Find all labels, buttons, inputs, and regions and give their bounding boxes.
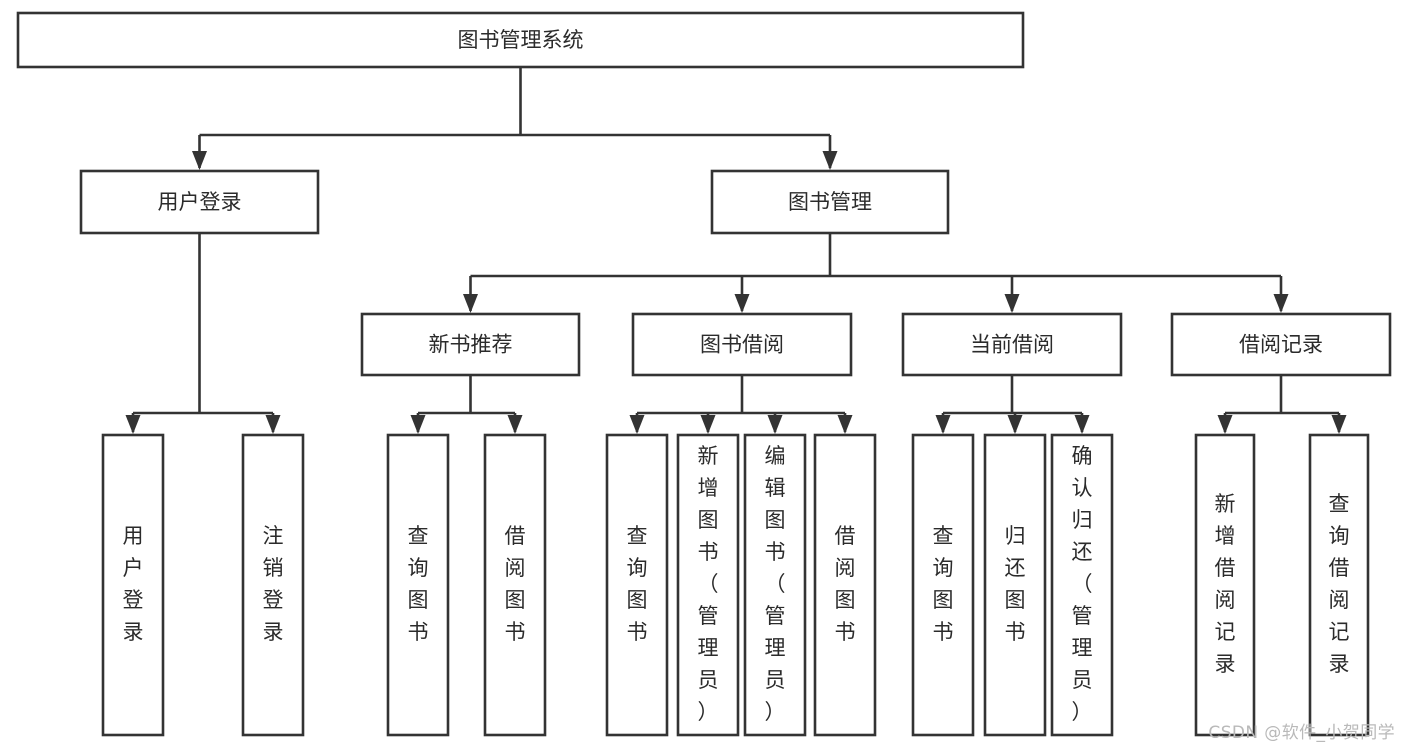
node-leaf-user-login[interactable]: 用户登录 — [101, 433, 165, 737]
node-leaf-borrow-book-1-rect[interactable] — [483, 433, 547, 737]
node-current-borrow-label: 当前借阅 — [970, 333, 1054, 357]
node-layer: 图书管理系统用户登录图书管理新书推荐图书借阅当前借阅借阅记录用户登录注销登录查询… — [16, 11, 1392, 737]
node-leaf-borrow-book-2[interactable]: 借阅图书 — [813, 433, 877, 737]
node-leaf-query-record[interactable]: 查询借阅记录 — [1308, 433, 1370, 737]
node-leaf-query-book-3[interactable]: 查询图书 — [911, 433, 975, 737]
node-leaf-return-book-rect[interactable] — [983, 433, 1047, 737]
node-current-borrow-rect[interactable] — [901, 312, 1123, 377]
node-root-book-management-system-rect[interactable] — [16, 11, 1025, 69]
node-leaf-query-book-3-label: 查询图书 — [933, 524, 954, 644]
node-leaf-borrow-book-1[interactable]: 借阅图书 — [483, 433, 547, 737]
node-leaf-query-book-1[interactable]: 查询图书 — [386, 433, 450, 737]
node-leaf-borrow-book-2-label: 借阅图书 — [835, 524, 856, 644]
node-leaf-user-login-rect[interactable] — [101, 433, 165, 737]
node-book-manage-label: 图书管理 — [788, 190, 872, 214]
node-leaf-query-record-label: 查询借阅记录 — [1329, 492, 1350, 676]
arrow-head-icon — [822, 151, 838, 170]
node-leaf-query-book-1-label: 查询图书 — [408, 524, 429, 644]
node-root-book-management-system-label: 图书管理系统 — [458, 28, 584, 52]
arrow-head-icon — [1217, 415, 1233, 434]
node-leaf-query-book-3-rect[interactable] — [911, 433, 975, 737]
node-leaf-confirm-return-label: 确认归还（管理员） — [1072, 444, 1093, 724]
node-leaf-logout[interactable]: 注销登录 — [241, 433, 305, 737]
node-leaf-logout-rect[interactable] — [241, 433, 305, 737]
connector-layer — [125, 67, 1347, 434]
arrow-head-icon — [1074, 415, 1090, 434]
arrow-head-icon — [507, 415, 523, 434]
node-leaf-borrow-book-1-label: 借阅图书 — [505, 524, 526, 644]
node-leaf-edit-book-label: 编辑图书（管理员） — [765, 444, 786, 724]
node-leaf-query-record-rect[interactable] — [1308, 433, 1370, 737]
arrow-head-icon — [1004, 294, 1020, 313]
node-borrow-record[interactable]: 借阅记录 — [1170, 312, 1392, 377]
node-user-login-rect[interactable] — [79, 169, 320, 235]
node-leaf-query-book-2-label: 查询图书 — [627, 524, 648, 644]
node-leaf-query-book-2[interactable]: 查询图书 — [605, 433, 669, 737]
node-book-manage-rect[interactable] — [710, 169, 950, 235]
node-leaf-add-record-label: 新增借阅记录 — [1215, 492, 1236, 676]
arrow-head-icon — [700, 415, 716, 434]
arrow-head-icon — [1007, 415, 1023, 434]
node-new-book-recommend-rect[interactable] — [360, 312, 581, 377]
arrow-head-icon — [463, 294, 478, 313]
node-leaf-edit-book[interactable]: 编辑图书（管理员） — [743, 433, 807, 737]
node-book-borrow[interactable]: 图书借阅 — [631, 312, 853, 377]
node-leaf-borrow-book-2-rect[interactable] — [813, 433, 877, 737]
node-leaf-return-book-label: 归还图书 — [1005, 524, 1026, 644]
node-user-login[interactable]: 用户登录 — [79, 169, 320, 235]
node-new-book-recommend[interactable]: 新书推荐 — [360, 312, 581, 377]
node-leaf-add-record[interactable]: 新增借阅记录 — [1194, 433, 1256, 737]
node-leaf-confirm-return-rect[interactable] — [1050, 433, 1114, 737]
arrow-head-icon — [125, 415, 141, 434]
node-leaf-query-book-2-rect[interactable] — [605, 433, 669, 737]
node-leaf-query-book-1-rect[interactable] — [386, 433, 450, 737]
arrow-head-icon — [192, 151, 207, 170]
arrow-head-icon — [265, 415, 281, 434]
node-root-book-management-system[interactable]: 图书管理系统 — [16, 11, 1025, 69]
arrow-head-icon — [767, 415, 783, 434]
node-leaf-confirm-return[interactable]: 确认归还（管理员） — [1050, 433, 1114, 737]
node-borrow-record-rect[interactable] — [1170, 312, 1392, 377]
node-borrow-record-label: 借阅记录 — [1239, 333, 1323, 357]
node-leaf-add-record-rect[interactable] — [1194, 433, 1256, 737]
node-leaf-edit-book-rect[interactable] — [743, 433, 807, 737]
arrow-head-icon — [1273, 294, 1289, 313]
node-leaf-add-book-label: 新增图书（管理员） — [698, 444, 719, 724]
node-leaf-add-book-rect[interactable] — [676, 433, 740, 737]
arrow-head-icon — [1331, 415, 1347, 434]
node-leaf-add-book[interactable]: 新增图书（管理员） — [676, 433, 740, 737]
arrow-head-icon — [837, 415, 853, 434]
arrow-head-icon — [935, 415, 951, 434]
arrow-head-icon — [629, 415, 645, 434]
node-new-book-recommend-label: 新书推荐 — [429, 333, 513, 357]
arrow-head-icon — [734, 294, 750, 313]
arrow-head-icon — [410, 415, 426, 434]
node-user-login-label: 用户登录 — [158, 190, 242, 214]
node-leaf-logout-label: 注销登录 — [263, 524, 284, 644]
node-book-borrow-label: 图书借阅 — [700, 333, 784, 357]
node-book-manage[interactable]: 图书管理 — [710, 169, 950, 235]
node-book-borrow-rect[interactable] — [631, 312, 853, 377]
node-leaf-user-login-label: 用户登录 — [123, 524, 144, 644]
node-current-borrow[interactable]: 当前借阅 — [901, 312, 1123, 377]
node-leaf-return-book[interactable]: 归还图书 — [983, 433, 1047, 737]
